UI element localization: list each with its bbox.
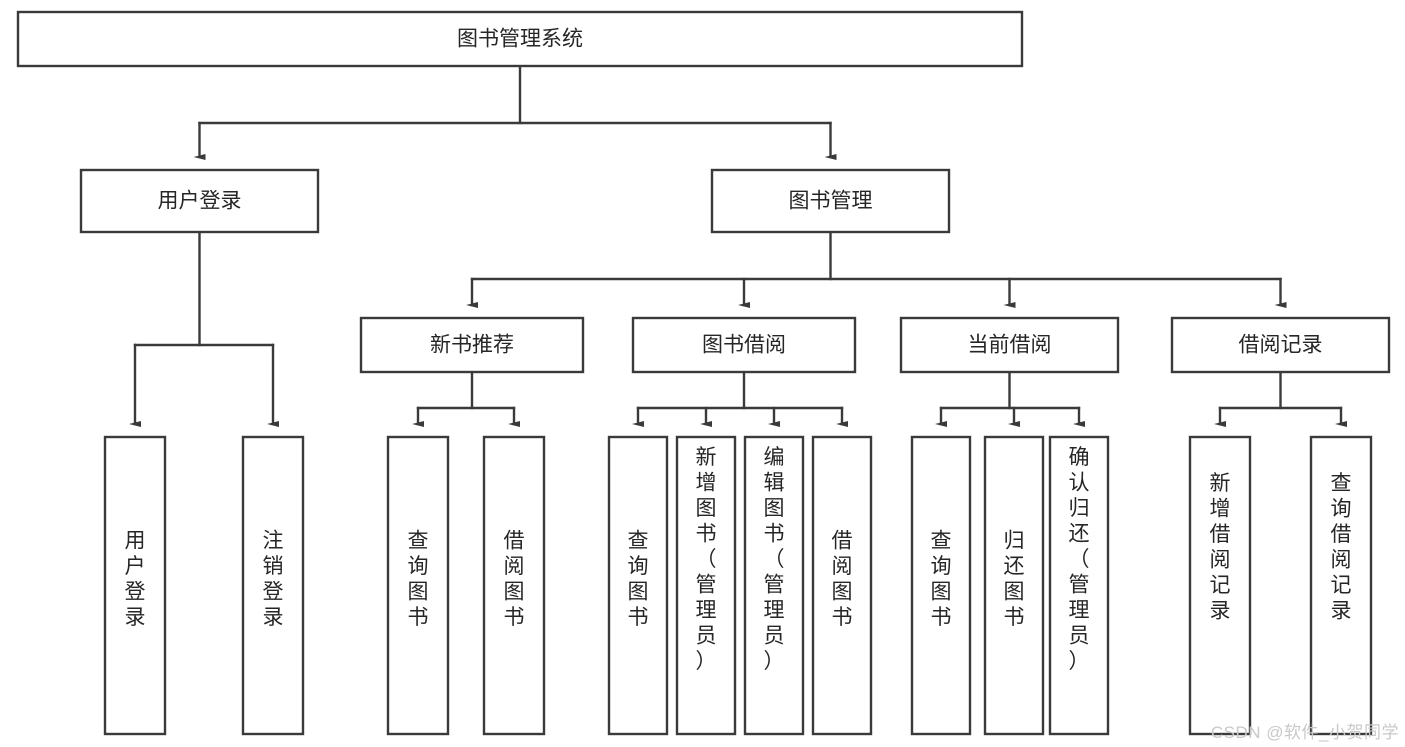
node-book-manage[interactable]: 图书管理 [710,168,951,234]
node-leaf-return-book[interactable]: 归还图书 [983,435,1045,736]
node-new-book-rec[interactable]: 新书推荐 [359,316,585,374]
node-label-root: 图书管理系统 [457,28,583,51]
node-label-leaf-return-book: 归还图书 [1004,529,1025,629]
node-leaf-query-book-3[interactable]: 查询图书 [910,435,972,736]
node-box-leaf-edit-book [743,435,805,736]
node-box-leaf-borrow-book-2 [811,435,873,736]
node-leaf-confirm-return[interactable]: 确认归还（管理员） [1048,435,1110,736]
csdn-watermark: CSDN @软件_小贺同学 [1210,723,1399,742]
node-leaf-add-book[interactable]: 新增图书（管理员） [675,435,737,736]
node-box-leaf-add-book [675,435,737,736]
node-book-borrow[interactable]: 图书借阅 [631,316,857,374]
node-box-new-book-rec [359,316,585,374]
node-root[interactable]: 图书管理系统 [16,10,1024,68]
node-box-root [16,10,1024,68]
node-borrow-record[interactable]: 借阅记录 [1170,316,1391,374]
node-box-book-manage [710,168,951,234]
node-box-leaf-user-login [103,435,167,736]
node-label-book-borrow: 图书借阅 [702,334,786,357]
node-box-leaf-add-record [1188,435,1252,736]
node-label-leaf-edit-book: 编辑图书（管理员） [764,446,785,673]
node-box-leaf-borrow-book-1 [482,435,546,736]
node-leaf-edit-book[interactable]: 编辑图书（管理员） [743,435,805,736]
node-label-leaf-add-book: 新增图书（管理员） [696,446,717,673]
node-box-borrow-record [1170,316,1391,374]
node-label-leaf-confirm-return: 确认归还（管理员） [1069,446,1090,673]
node-box-leaf-query-book-2 [607,435,669,736]
node-box-leaf-query-record [1309,435,1373,736]
node-label-leaf-query-record: 查询借阅记录 [1331,472,1352,623]
node-box-leaf-query-book-3 [910,435,972,736]
node-leaf-borrow-book-2[interactable]: 借阅图书 [811,435,873,736]
node-label-new-book-rec: 新书推荐 [430,334,514,357]
edges-layer [129,64,1347,427]
node-label-leaf-query-book-1: 查询图书 [408,529,429,629]
node-leaf-logout[interactable]: 注销登录 [241,435,305,736]
node-label-leaf-user-login: 用户登录 [125,529,146,629]
node-user-login[interactable]: 用户登录 [79,168,320,234]
node-box-leaf-logout [241,435,305,736]
node-box-current-borrow [899,316,1120,374]
node-label-borrow-record: 借阅记录 [1239,334,1323,357]
nodes-layer: 图书管理系统用户登录图书管理新书推荐图书借阅当前借阅借阅记录用户登录注销登录查询… [16,10,1391,736]
node-leaf-query-book-2[interactable]: 查询图书 [607,435,669,736]
node-current-borrow[interactable]: 当前借阅 [899,316,1120,374]
node-label-current-borrow: 当前借阅 [968,334,1052,357]
node-box-leaf-return-book [983,435,1045,736]
node-label-leaf-query-book-2: 查询图书 [628,529,649,629]
node-box-user-login [79,168,320,234]
node-label-leaf-logout: 注销登录 [263,529,284,629]
node-label-leaf-borrow-book-2: 借阅图书 [832,529,853,629]
node-leaf-user-login[interactable]: 用户登录 [103,435,167,736]
node-leaf-query-book-1[interactable]: 查询图书 [386,435,450,736]
node-leaf-borrow-book-1[interactable]: 借阅图书 [482,435,546,736]
node-label-leaf-add-record: 新增借阅记录 [1210,472,1231,623]
node-box-leaf-confirm-return [1048,435,1110,736]
node-label-book-manage: 图书管理 [789,190,873,213]
node-box-book-borrow [631,316,857,374]
node-box-leaf-query-book-1 [386,435,450,736]
node-label-leaf-query-book-3: 查询图书 [931,529,952,629]
node-leaf-add-record[interactable]: 新增借阅记录 [1188,435,1252,736]
node-label-leaf-borrow-book-1: 借阅图书 [504,529,525,629]
node-label-user-login: 用户登录 [158,190,242,213]
node-leaf-query-record[interactable]: 查询借阅记录 [1309,435,1373,736]
